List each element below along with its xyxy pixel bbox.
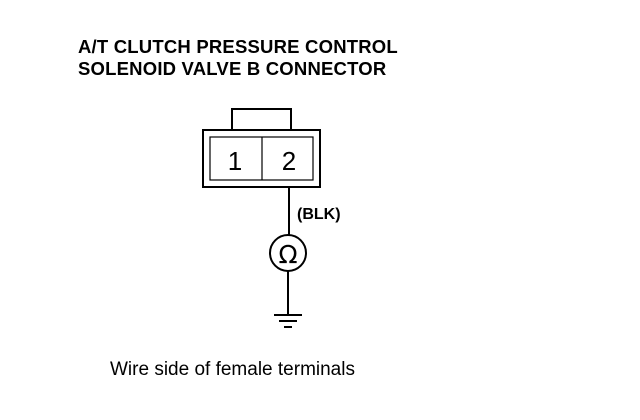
terminal-1-label: 1 bbox=[228, 146, 242, 176]
connector-lock-tab bbox=[231, 108, 292, 132]
ohm-symbol: Ω bbox=[278, 240, 297, 269]
diagram-caption: Wire side of female terminals bbox=[110, 359, 355, 380]
title-line-2: SOLENOID VALVE B CONNECTOR bbox=[78, 58, 387, 79]
title-line-1: A/T CLUTCH PRESSURE CONTROL bbox=[78, 36, 398, 57]
ground-icon bbox=[274, 314, 302, 328]
wire-color-label: (BLK) bbox=[297, 206, 341, 223]
ohmmeter-icon: Ω bbox=[269, 234, 307, 272]
terminal-2-label: 2 bbox=[282, 146, 296, 176]
diagram-title: A/T CLUTCH PRESSURE CONTROL SOLENOID VAL… bbox=[78, 36, 398, 80]
